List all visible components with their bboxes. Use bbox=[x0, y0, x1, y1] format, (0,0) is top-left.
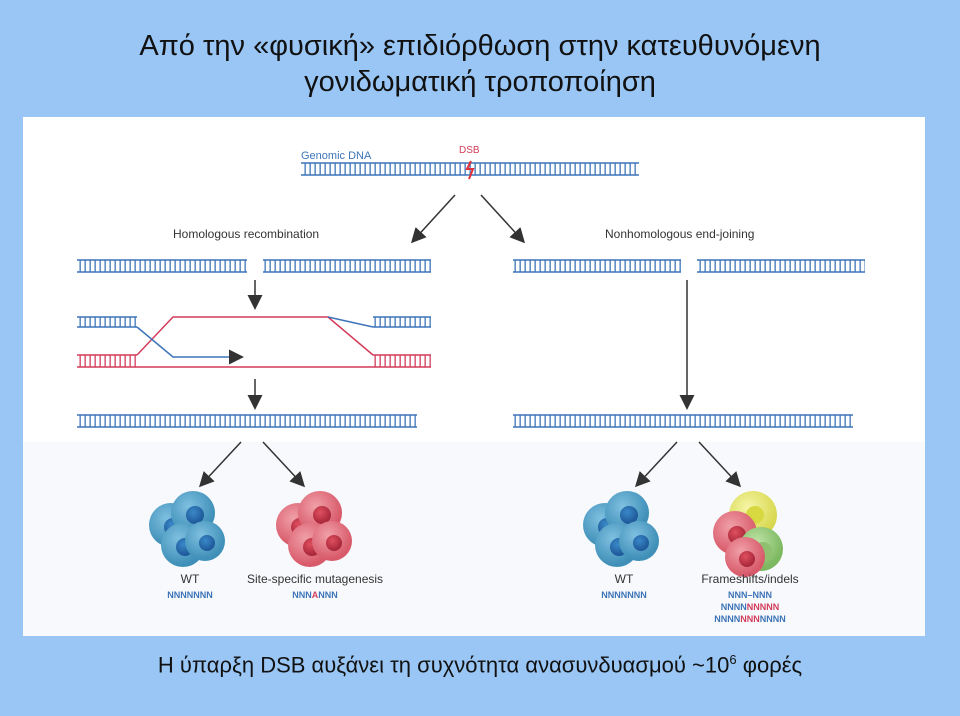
wt-cells-hr bbox=[149, 491, 225, 567]
footer-exponent: 6 bbox=[729, 652, 737, 667]
arrow-to-wt1 bbox=[198, 441, 242, 488]
frameshift-seq-3c: NNNN bbox=[760, 614, 786, 624]
hr-strand-invasion bbox=[77, 316, 431, 368]
nhej-repaired-dna bbox=[513, 414, 853, 428]
mutagenesis-cells bbox=[276, 491, 352, 567]
frameshift-seq-3b: NNN bbox=[740, 614, 760, 624]
frameshift-seq-2b: NNNNN bbox=[747, 602, 780, 612]
dsb-lightning-icon bbox=[465, 160, 475, 180]
mutagenesis-seq-b: A bbox=[312, 590, 319, 600]
hr-repaired-dna bbox=[77, 414, 417, 428]
wt-label-hr: WT bbox=[181, 572, 200, 586]
frameshift-seq-3: NNNNNNNNNNN bbox=[714, 614, 786, 624]
hr-broken-dna bbox=[77, 259, 431, 273]
mutagenesis-seq-a: NNN bbox=[292, 590, 312, 600]
mutagenesis-seq: NNNANNN bbox=[292, 590, 338, 600]
frameshift-seq-2: NNNNNNNNN bbox=[721, 602, 780, 612]
frameshift-seq-1: NNN–NNN bbox=[728, 590, 772, 600]
diagram-panel: Genomic DNA DSB Homologous recombination… bbox=[23, 117, 925, 636]
arrow-to-mutagenesis bbox=[262, 441, 306, 488]
frameshift-seq-2a: NNNN bbox=[721, 602, 747, 612]
title-line-1: Από την «φυσική» επιδιόρθωση στην κατευθ… bbox=[139, 30, 821, 62]
title-line-2: γονιδωματική τροποποίηση bbox=[304, 66, 656, 98]
footer-tail: φορές bbox=[736, 652, 803, 678]
frameshift-seq-3a: NNNN bbox=[714, 614, 740, 624]
frameshift-cells bbox=[713, 491, 783, 577]
frameshifts-label: Frameshifts/indels bbox=[701, 572, 798, 586]
wt-seq-nhej: NNNNNNN bbox=[601, 590, 647, 600]
arrow-to-hr bbox=[410, 194, 456, 244]
mutagenesis-label: Site-specific mutagenesis bbox=[247, 572, 383, 586]
nhej-broken-dna bbox=[513, 259, 865, 273]
footer-text: Η ύπαρξη DSB αυξάνει τη συχνότητα ανασυν… bbox=[157, 652, 730, 678]
slide-title: Από την «φυσική» επιδιόρθωση στην κατευθ… bbox=[0, 28, 960, 100]
arrow-to-nhej bbox=[480, 194, 526, 244]
hr-label: Homologous recombination bbox=[173, 227, 319, 241]
wt-label-nhej: WT bbox=[615, 572, 634, 586]
arrow-to-wt2 bbox=[634, 441, 678, 488]
wt-seq-hr: NNNNNNN bbox=[167, 590, 213, 600]
dna-repair-diagram: Genomic DNA DSB Homologous recombination… bbox=[23, 145, 925, 636]
nhej-label: Nonhomologous end-joining bbox=[605, 227, 754, 241]
slide-footer: Η ύπαρξη DSB αυξάνει τη συχνότητα ανασυν… bbox=[0, 652, 960, 678]
genomic-dna-label: Genomic DNA bbox=[301, 150, 372, 162]
arrow-to-frameshifts bbox=[698, 441, 742, 488]
wt-cells-nhej bbox=[583, 491, 659, 567]
mutagenesis-seq-c: NNN bbox=[318, 590, 338, 600]
dsb-label: DSB bbox=[459, 145, 480, 156]
